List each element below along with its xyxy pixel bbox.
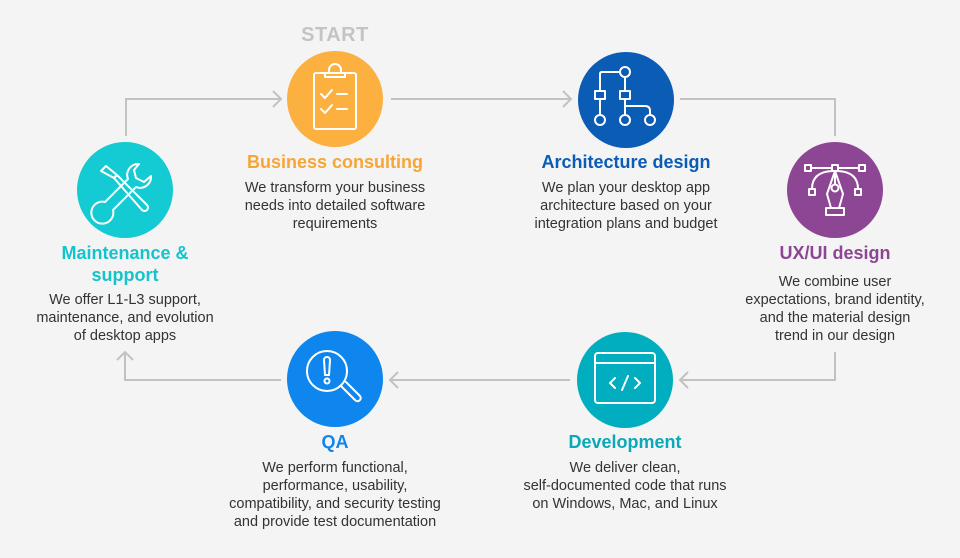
development-title: Development [568,432,682,452]
connector-maintenance-to-business [125,90,283,136]
architecture-design-description: We plan your desktop app architecture ba… [534,180,718,232]
clipboard-checklist-icon [313,63,357,130]
maintenance-support-title: Maintenance & support [61,243,189,285]
connector-uxui-to-development [678,352,836,389]
qa-description: We perform functional, performance, usab… [229,460,441,530]
magnifier-alert-icon [306,350,362,403]
maintenance-support-circle [77,142,173,238]
business-consulting-title: Business consulting [246,152,424,172]
wrench-screwdriver-icon [90,162,153,225]
business-consulting-description: We transform your business needs into de… [244,180,426,232]
architecture-design-title: Architecture design [541,152,711,172]
connector-business-to-architecture [391,90,573,108]
uxui-design-circle [787,142,883,238]
maintenance-support-description: We offer L1-L3 support, maintenance, and… [36,292,214,344]
flowchart-tree-icon [594,66,656,126]
uxui-design-description: We combine user expectations, brand iden… [745,274,925,344]
qa-title: QA [321,432,349,452]
development-circle [577,332,673,428]
architecture-design-circle [578,52,674,148]
connector-development-to-qa [388,371,570,389]
development-description: We deliver clean, self-documented code t… [523,460,727,512]
business-consulting-circle [287,51,383,147]
qa-circle [287,331,383,427]
start-label: START [301,24,369,46]
code-window-icon [594,352,656,404]
connector-qa-to-maintenance [116,350,281,381]
uxui-design-title: UX/UI design [779,243,891,263]
connector-architecture-to-uxui [680,98,836,136]
pen-tool-bezier-icon [804,164,866,216]
